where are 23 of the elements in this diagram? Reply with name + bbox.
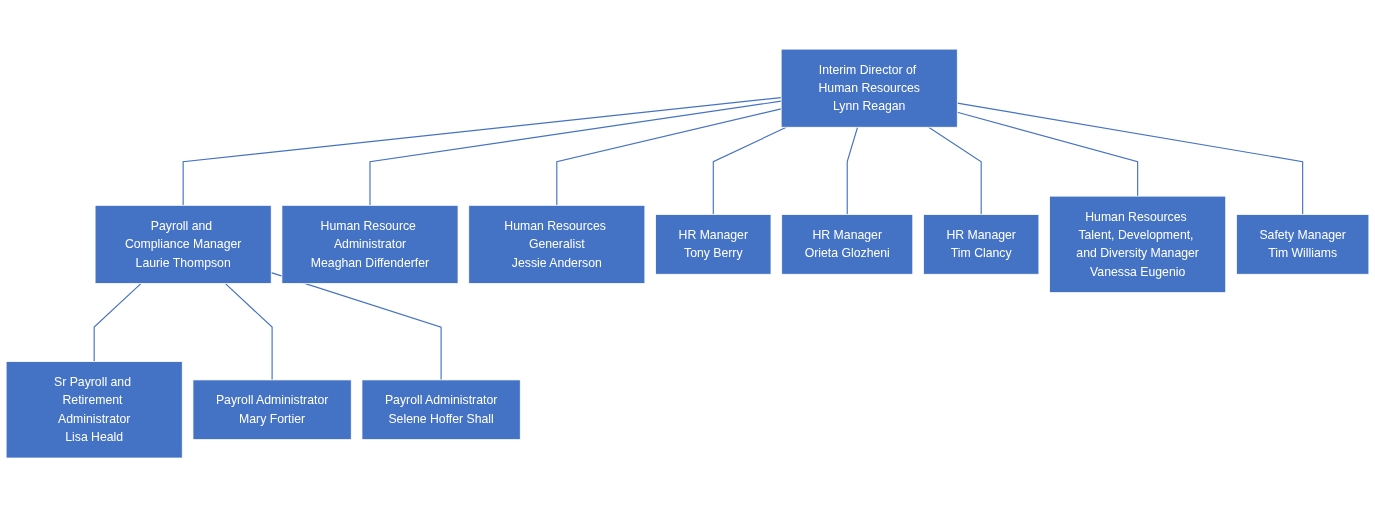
node-box: HR Manager Tim Clancy (923, 214, 1040, 276)
node-box: Sr Payroll and Retirement Administrator Lisa Heald (5, 361, 183, 459)
connector (956, 102, 1304, 216)
node-box: HR Manager Tony Berry (655, 214, 772, 276)
connector (956, 112, 1139, 198)
node-box: Human Resources Talent, Development, and Diversity Manager Vanessa Eugenio (1049, 196, 1227, 294)
connector (556, 108, 782, 207)
node-box: Interim Director of Human Resources Lynn Reagan (780, 49, 958, 129)
connector (369, 101, 782, 207)
connector (928, 127, 982, 216)
connector (224, 283, 273, 381)
node-box: Payroll and Compliance Manager Laurie Thompson (94, 205, 272, 285)
node-box: Human Resource Administrator Meaghan Diffenderfer (281, 205, 459, 285)
connector (712, 127, 787, 216)
node-box: Safety Manager Tim Williams (1236, 214, 1370, 276)
connector (182, 97, 782, 207)
connector (270, 272, 442, 381)
node-box: Payroll Administrator Mary Fortier (192, 379, 352, 441)
node-box: HR Manager Orieta Glozheni (781, 214, 914, 276)
node-box: Payroll Administrator Selene Hoffer Shall (361, 379, 521, 441)
connector (846, 127, 859, 216)
connector (93, 283, 142, 363)
node-box: Human Resources Generalist Jessie Anderson (468, 205, 646, 285)
